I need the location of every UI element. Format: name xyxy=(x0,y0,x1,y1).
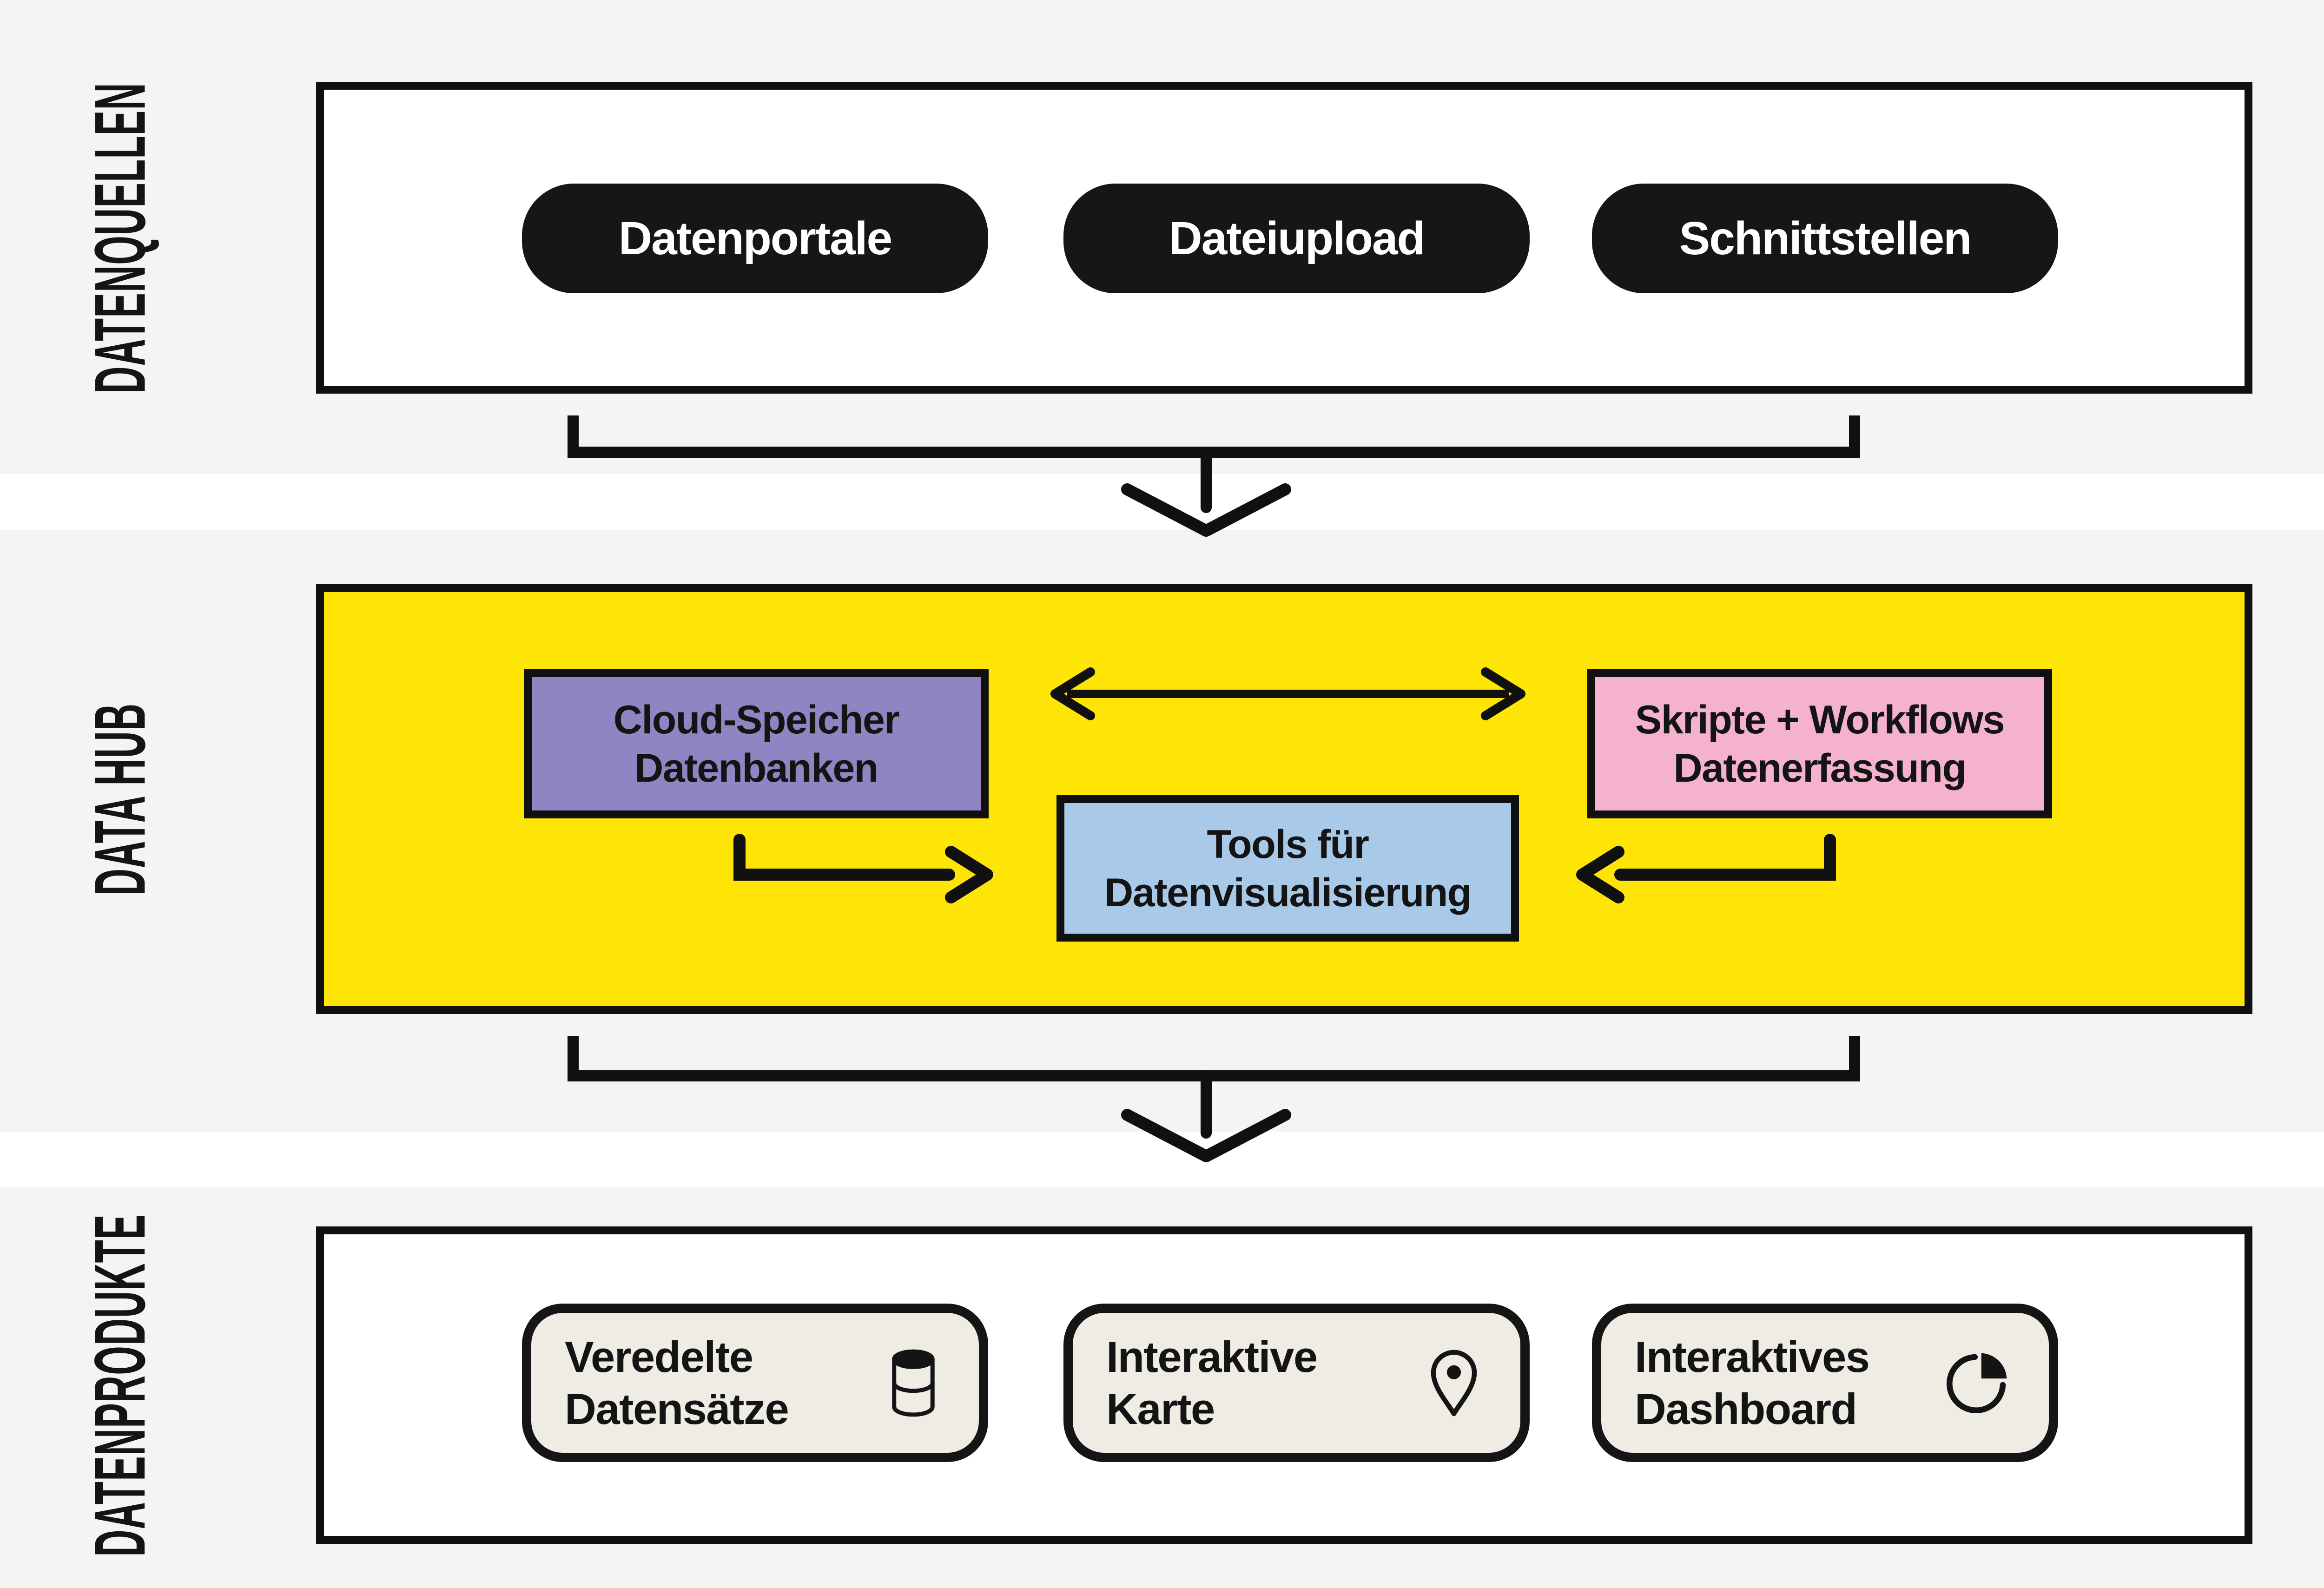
location-pin-icon xyxy=(1431,1350,1477,1416)
pie-chart-icon xyxy=(1946,1353,2007,1413)
section-label-datenprodukte: DATENPRODUKTE xyxy=(0,1214,240,1556)
separator-strip-bottom xyxy=(0,1132,2324,1187)
card-label: Interaktive Karte xyxy=(1106,1332,1318,1433)
pill-label: Schnittstellen xyxy=(1679,212,1972,264)
hub-box-line: Datenerfassung xyxy=(1673,745,1967,791)
pill-label: Datenportale xyxy=(618,212,892,264)
cloud-storage-databases-box: Cloud-Speicher Datenbanken xyxy=(524,669,989,818)
section-label-text: DATENPRODUKTE xyxy=(79,1213,160,1557)
visualization-tools-box: Tools für Datenvisualisierung xyxy=(1056,795,1519,942)
section-label-data-hub: DATA HUB xyxy=(0,584,240,1014)
section-label-text: DATENQUELLEN xyxy=(79,82,160,394)
hub-box-line: Datenbanken xyxy=(634,745,878,791)
card-label: Interaktives Dashboard xyxy=(1635,1332,1870,1433)
database-icon xyxy=(892,1349,935,1417)
card-label: Veredelte Datensätze xyxy=(565,1332,789,1433)
pill-schnittstellen: Schnittstellen xyxy=(1592,184,2058,293)
pill-datenportale: Datenportale xyxy=(522,184,988,293)
section-label-datenquellen: DATENQUELLEN xyxy=(0,82,240,394)
hub-box-line: Skripte + Workflows xyxy=(1635,697,2005,742)
hub-box-line: Datenvisualisierung xyxy=(1104,870,1472,915)
separator-strip-top xyxy=(0,474,2324,530)
hub-box-line: Cloud-Speicher xyxy=(613,697,900,742)
card-veredelte-datensaetze: Veredelte Datensätze xyxy=(522,1304,988,1462)
hub-box-line: Tools für xyxy=(1207,822,1369,867)
card-interaktives-dashboard: Interaktives Dashboard xyxy=(1592,1304,2058,1462)
pill-dateiupload: Dateiupload xyxy=(1063,184,1530,293)
section-label-text: DATA HUB xyxy=(79,703,160,896)
pill-label: Dateiupload xyxy=(1169,212,1425,264)
card-interaktive-karte: Interaktive Karte xyxy=(1063,1304,1530,1462)
scripts-workflows-box: Skripte + Workflows Datenerfassung xyxy=(1587,669,2052,818)
